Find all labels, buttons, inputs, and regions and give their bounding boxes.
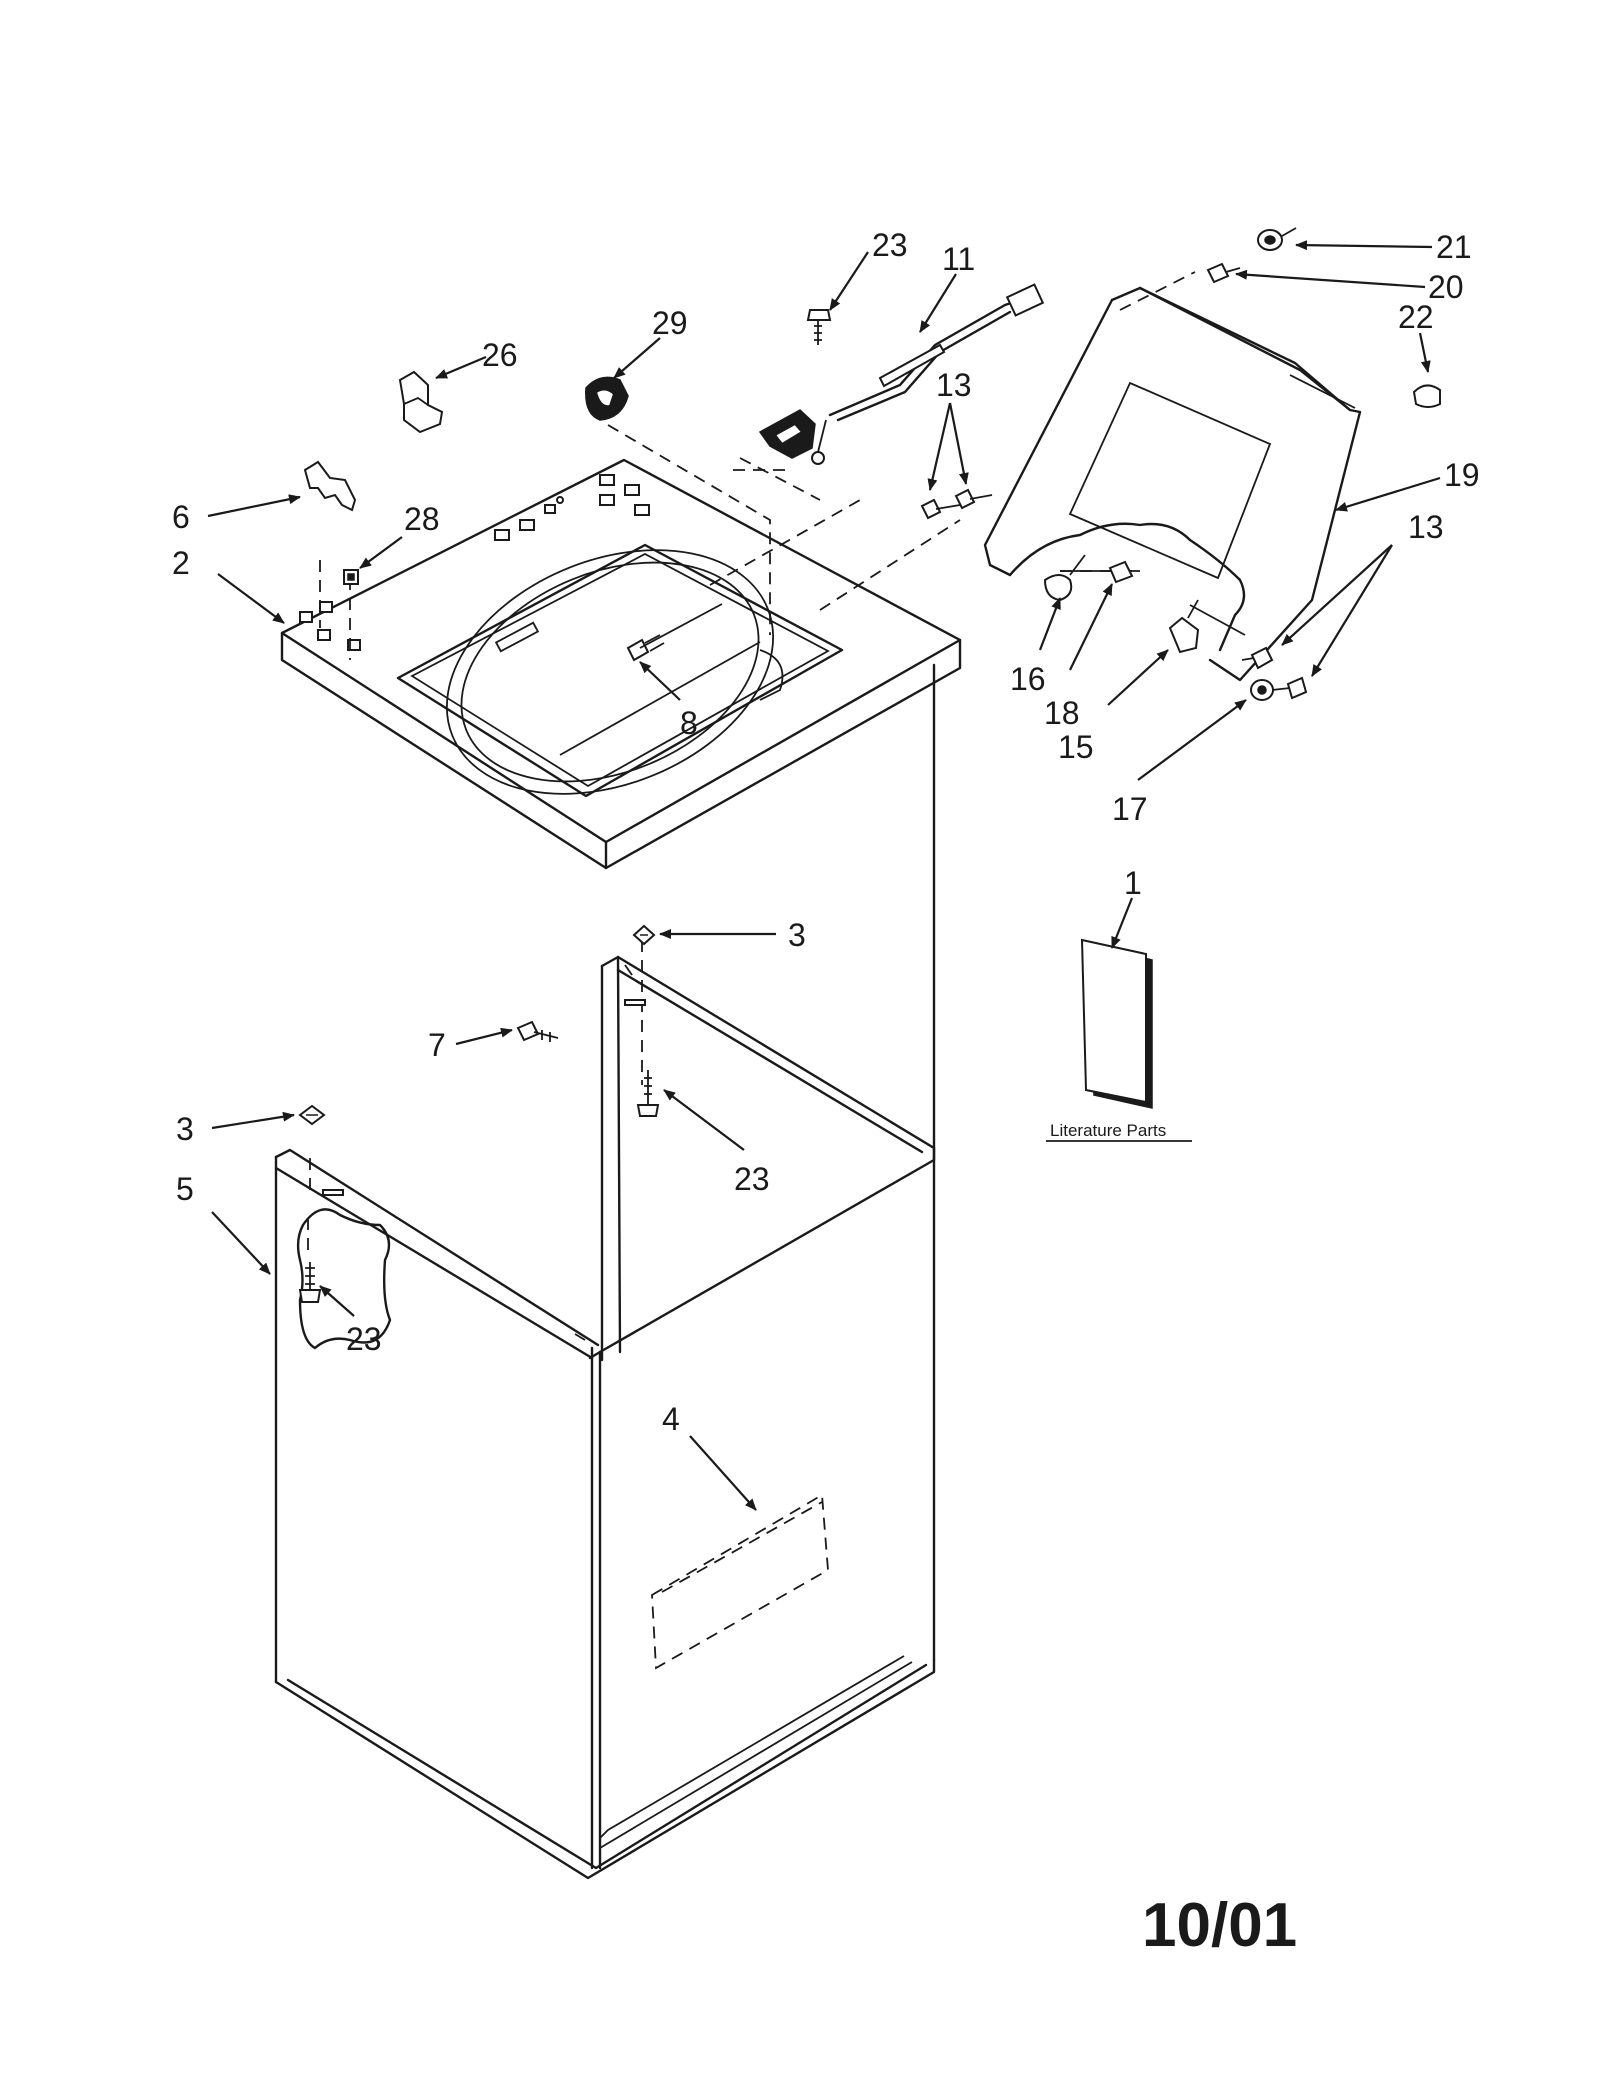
literature-parts-booklet <box>1046 938 1192 1142</box>
part-3-clip-upper <box>632 924 656 946</box>
callout-5: 5 <box>176 1171 194 1207</box>
date-code: 10/01 <box>1142 1891 1297 1960</box>
cabinet <box>274 663 936 1880</box>
callout-17: 17 <box>1112 791 1148 827</box>
part-11-harness <box>758 283 1045 465</box>
callout-23-post: 23 <box>734 1161 770 1197</box>
callout-1: 1 <box>1124 865 1142 901</box>
part-7-screw <box>516 1020 559 1042</box>
part-29-knob <box>585 376 629 421</box>
part-16-hinge <box>1043 554 1086 602</box>
top-cover <box>280 458 962 870</box>
callout-26: 26 <box>482 337 518 373</box>
part-20-screw <box>1206 262 1241 284</box>
part-3-clip-lower <box>298 1104 326 1126</box>
callout-23-cutaway: 23 <box>346 1321 382 1357</box>
callout-19: 19 <box>1444 457 1480 493</box>
callout-11: 11 <box>942 241 975 277</box>
literature-label: Literature Parts <box>1050 1121 1166 1140</box>
callout-20: 20 <box>1428 269 1464 305</box>
callout-28: 28 <box>404 501 440 537</box>
part-8-screw <box>626 603 723 662</box>
leader-lines <box>207 240 1441 1511</box>
callout-21: 21 <box>1436 229 1472 265</box>
lid <box>983 286 1362 682</box>
part-21-bumper <box>1257 227 1297 251</box>
part-23-screw-post <box>636 1070 660 1117</box>
part-13-screws-lower <box>1241 646 1308 700</box>
callout-8: 8 <box>680 705 698 741</box>
callout-4: 4 <box>662 1401 680 1437</box>
callout-29: 29 <box>652 305 688 341</box>
callout-6: 6 <box>172 499 190 535</box>
callout-13-left: 13 <box>936 367 972 403</box>
callout-16: 16 <box>1010 661 1046 697</box>
part-22-bumper <box>1412 384 1441 408</box>
callout-15: 15 <box>1058 729 1094 765</box>
part-26-clip <box>398 370 444 434</box>
callout-7: 7 <box>428 1027 446 1063</box>
part-6-bracket <box>303 460 357 512</box>
callout-23-top: 23 <box>872 227 908 263</box>
part-13-screws-upper <box>920 488 993 520</box>
callout-3-lower: 3 <box>176 1111 194 1147</box>
part-23-screw-cutaway <box>298 1262 322 1303</box>
part-28-clip <box>343 569 359 585</box>
part-23-screw-top <box>806 309 832 345</box>
part-17-bumper <box>1250 679 1274 701</box>
callout-18: 18 <box>1044 695 1080 731</box>
part-18-pin <box>1108 560 1134 584</box>
part-15-hinge <box>1168 599 1200 654</box>
assembly-lines <box>307 271 1196 1250</box>
callout-22: 22 <box>1398 299 1434 335</box>
callout-2: 2 <box>172 545 190 581</box>
callout-13-right: 13 <box>1408 509 1444 545</box>
callout-3-upper: 3 <box>788 917 806 953</box>
